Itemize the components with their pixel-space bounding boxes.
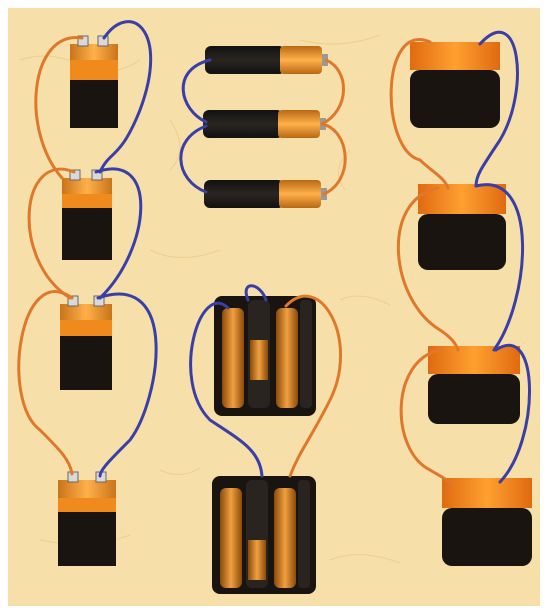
battery-9v-2 [62, 170, 112, 260]
battery-9v-1 [70, 36, 118, 128]
middle-aa-group [181, 46, 345, 208]
battery-lantern-1 [410, 42, 500, 128]
battery-lantern-2 [418, 184, 506, 270]
battery-9v-3 [60, 296, 112, 390]
battery-aa-2 [203, 110, 326, 138]
battery-aa-1 [205, 46, 328, 74]
battery-pack-2 [212, 476, 316, 594]
battery-lantern-3 [428, 346, 520, 424]
battery-aa-3 [204, 180, 327, 208]
battery-pack-1 [214, 296, 316, 416]
battery-9v-4 [58, 472, 116, 566]
battery-lantern-4 [442, 478, 532, 566]
